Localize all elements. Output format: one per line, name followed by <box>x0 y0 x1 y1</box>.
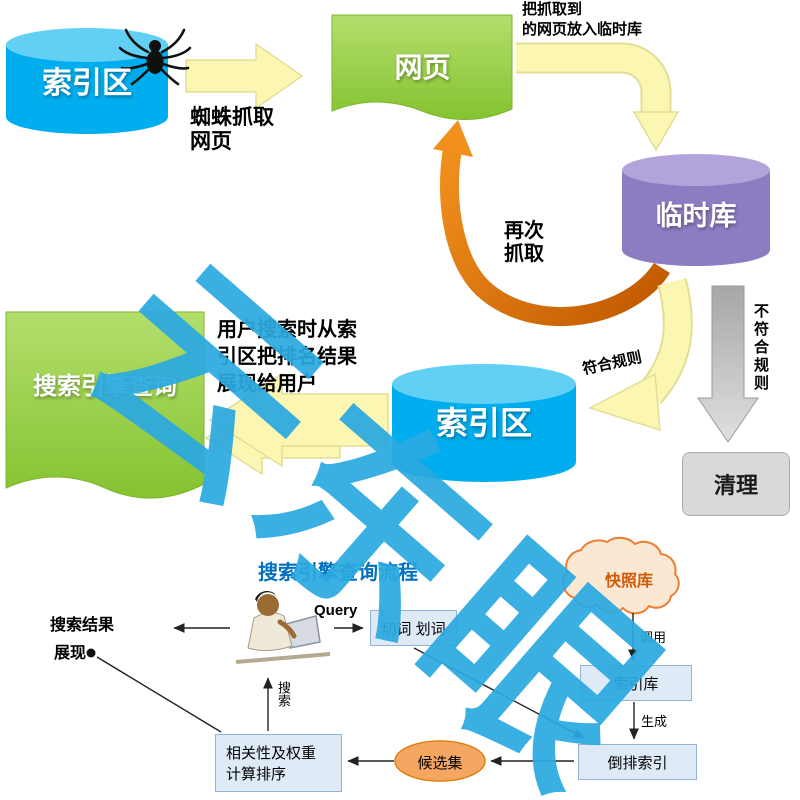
arrow-tempdb-to-webpage <box>433 120 670 327</box>
person-illustration <box>235 590 331 664</box>
inverted-index-box: 倒排索引 <box>578 744 697 780</box>
temp-db-label: 临时库 <box>655 201 737 231</box>
query-page-shape <box>5 311 205 499</box>
not-match-rule-label: 不符合规则 <box>752 303 769 393</box>
tempdb-note-line1: 把抓取到 <box>522 1 583 18</box>
spider-icon <box>118 28 192 86</box>
call-label: 调用 <box>640 630 667 645</box>
index-store-box: 索引库 <box>580 665 692 701</box>
recrawl-label-line1: 再次 <box>504 220 544 242</box>
return-label: 搜索 <box>276 681 291 707</box>
crawl-label-line1: 蜘蛛抓取 <box>190 106 274 129</box>
present-note-line3: 展现给用户 <box>217 373 317 395</box>
index-db-2-label: 索引区 <box>435 405 532 441</box>
present-note-line1: 用户搜索时从索 <box>217 319 357 341</box>
index-db-2-shape <box>392 364 576 482</box>
snapshot-cloud-shape <box>562 536 680 615</box>
recrawl-label: 再次 抓取 <box>504 220 544 266</box>
present-note: 用户搜索时从索 引区把排名结果 展现给用户 <box>217 317 357 398</box>
webpage-shape <box>331 14 513 120</box>
connector-lines <box>86 613 639 766</box>
temp-db-shape <box>622 154 770 266</box>
index-db-1-label: 索引区 <box>42 67 132 100</box>
segment-box: 切词 划词 <box>370 610 457 646</box>
result-label-line1: 搜索结果 <box>50 617 115 634</box>
query-page-label: 搜索引擎查询 <box>33 373 177 400</box>
present-note-line2: 引区把排名结果 <box>217 346 357 368</box>
snapshot-label: 快照库 <box>604 573 653 590</box>
arrow-tempdb-to-clean <box>697 285 759 443</box>
candidate-set-label: 候选集 <box>417 755 463 772</box>
rank-box: 相关性及权重 计算排序 <box>215 734 342 792</box>
rank-box-line2: 计算排序 <box>226 766 287 783</box>
arrow-index-to-webpage <box>185 42 304 110</box>
arrow-tempdb-to-index2 <box>588 278 693 432</box>
rank-box-line1: 相关性及权重 <box>226 745 317 762</box>
tempdb-note: 把抓取到 的网页放入临时库 <box>522 0 642 40</box>
query-label: Query <box>314 602 358 619</box>
result-label-line2: 展现 <box>54 645 87 662</box>
generate-label: 生成 <box>641 714 668 729</box>
arrow-index2-to-query <box>204 372 389 476</box>
result-node-dot <box>86 648 96 658</box>
recrawl-label-line2: 抓取 <box>504 243 544 265</box>
crawl-label-line2: 网页 <box>190 130 232 153</box>
bottom-title: 搜索引擎查询流程 <box>258 562 418 584</box>
webpage-label: 网页 <box>394 52 451 83</box>
tempdb-note-line2: 的网页放入临时库 <box>522 21 643 38</box>
candidate-set-shape <box>394 740 486 782</box>
arrow-webpage-to-tempdb <box>516 42 680 152</box>
clean-box: 清理 <box>682 452 790 516</box>
crawl-label: 蜘蛛抓取 网页 <box>190 106 274 154</box>
